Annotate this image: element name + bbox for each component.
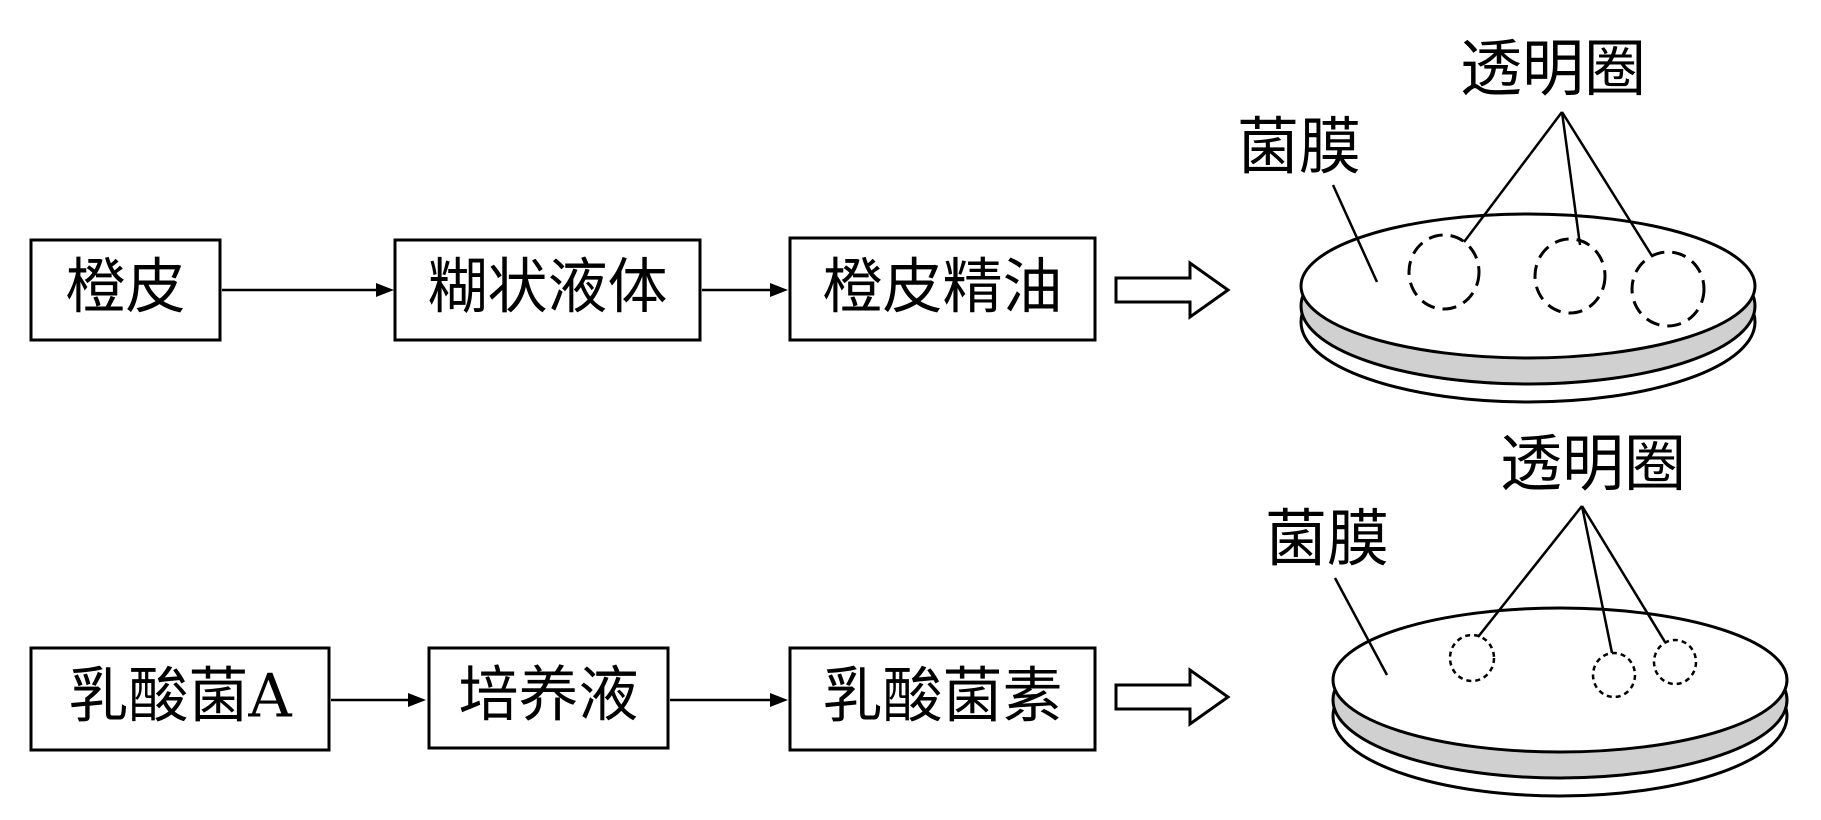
clear-zone — [1630, 250, 1706, 328]
box-orange-oil: 橙皮精油 — [788, 236, 1097, 342]
clear-zone — [1652, 638, 1698, 686]
zone-pointers-1 — [1463, 111, 1654, 257]
box-orange-oil-label: 橙皮精油 — [823, 253, 1063, 323]
box-lactobacillus-a-label: 乳酸菌A — [68, 662, 292, 732]
box-lactocin: 乳酸菌素 — [788, 646, 1097, 752]
box-orange-peel: 橙皮 — [29, 238, 222, 342]
box-culture-fluid: 培养液 — [427, 646, 670, 750]
hollow-arrow-1 — [1114, 260, 1231, 320]
flow-arrow-4 — [670, 693, 788, 707]
row-1: 橙皮 糊状液体 橙皮精油 菌膜 — [29, 32, 1757, 404]
row-2: 乳酸菌A 培养液 乳酸菌素 菌膜 — [29, 427, 1789, 798]
zone-label-2: 透明圈 — [1500, 427, 1686, 500]
box-paste-liquid-label: 糊状液体 — [428, 253, 668, 323]
flow-arrow-3 — [331, 693, 426, 707]
petri-dish-2 — [1331, 606, 1789, 798]
flow-arrow-2 — [702, 283, 788, 297]
zone-pointers-2 — [1477, 505, 1667, 654]
zone-label-1: 透明圈 — [1460, 32, 1646, 105]
box-orange-peel-label: 橙皮 — [66, 253, 186, 323]
membrane-label-1: 菌膜 — [1237, 110, 1361, 183]
clear-zone — [1407, 233, 1481, 311]
box-paste-liquid: 糊状液体 — [393, 238, 702, 342]
membrane-pointer-1 — [1331, 184, 1379, 283]
hollow-arrow-2 — [1114, 667, 1231, 727]
membrane-label-2: 菌膜 — [1265, 502, 1389, 575]
box-culture-fluid-label: 培养液 — [459, 661, 639, 731]
box-lactobacillus-a: 乳酸菌A — [29, 646, 331, 752]
membrane-pointer-2 — [1333, 577, 1389, 676]
clear-zone — [1591, 651, 1637, 699]
box-lactocin-label: 乳酸菌素 — [823, 662, 1063, 732]
flow-arrow-1 — [222, 283, 394, 297]
petri-dish-1 — [1299, 212, 1757, 404]
clear-zone — [1448, 633, 1496, 683]
clear-zone — [1533, 237, 1607, 315]
